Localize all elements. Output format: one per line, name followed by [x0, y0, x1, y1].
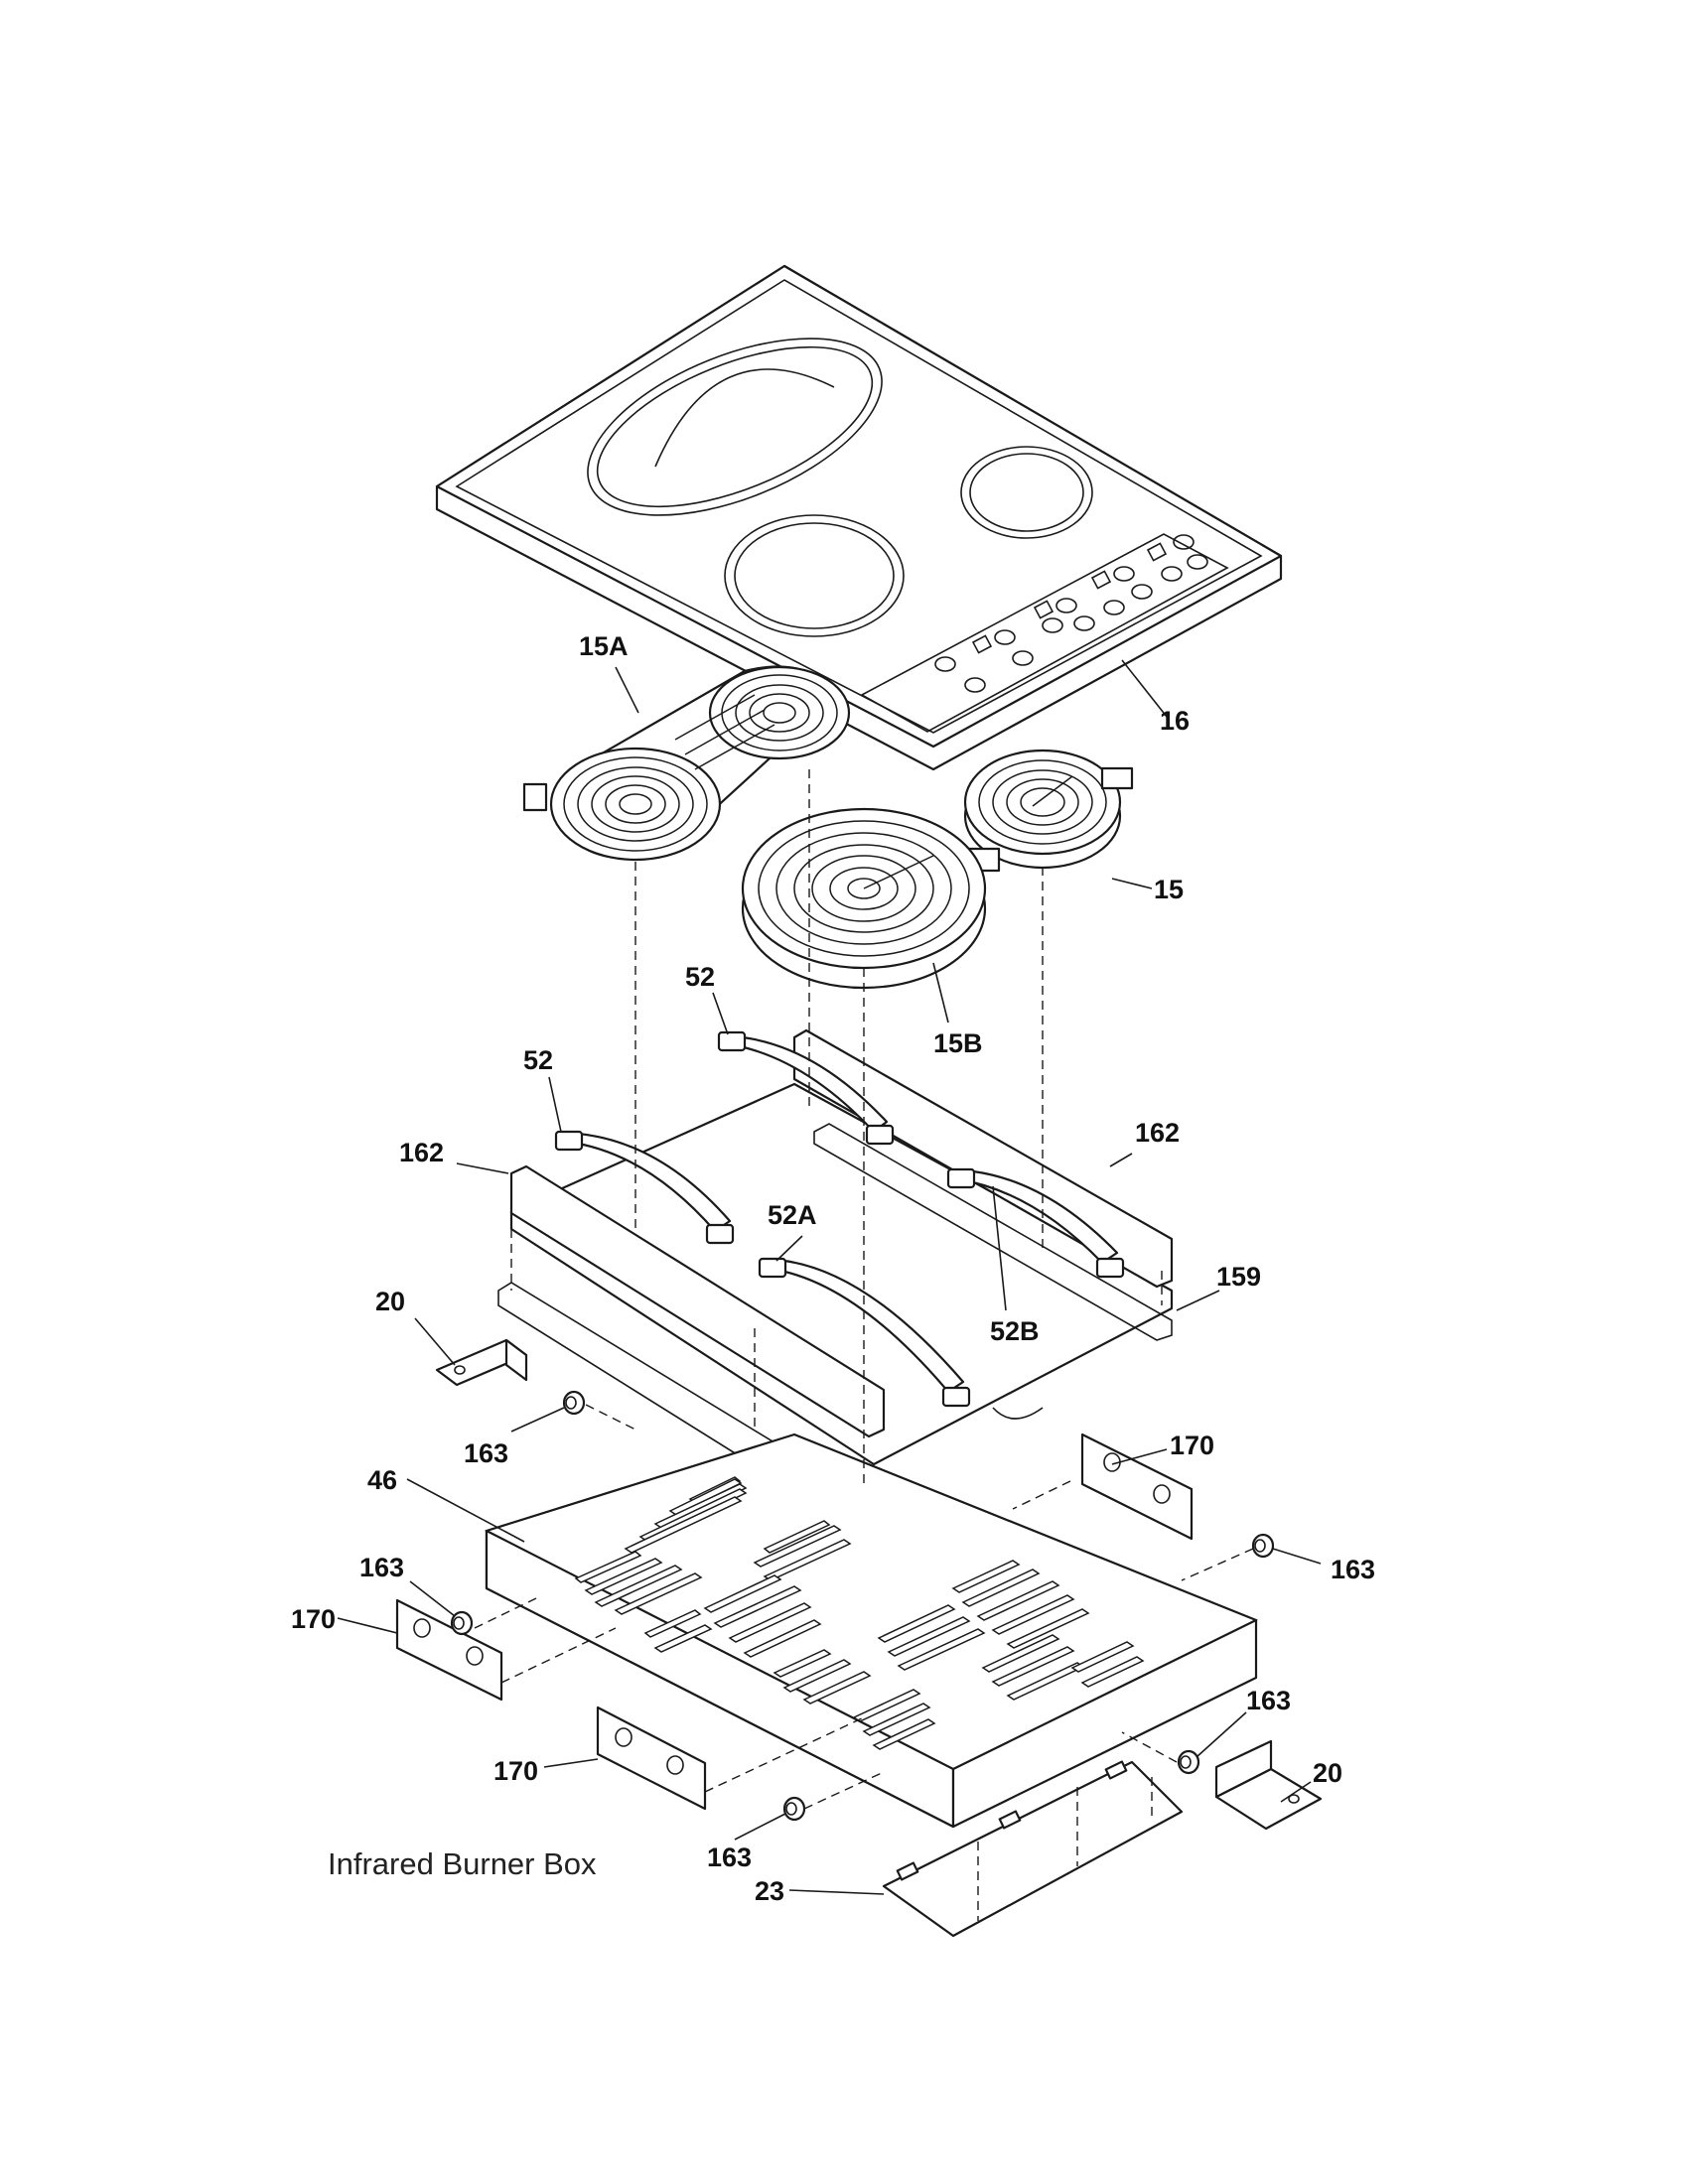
callout-15: 15 [1154, 875, 1184, 904]
callout-163-b: 163 [359, 1553, 404, 1582]
callout-15a: 15A [579, 631, 629, 661]
callout-162-left: 162 [399, 1138, 444, 1167]
grommet-part-163-b [450, 1610, 474, 1636]
callout-20-left: 20 [375, 1287, 405, 1316]
vent-slots-group-2 [574, 1551, 703, 1615]
callout-52-top: 52 [685, 962, 715, 992]
mounting-clip-part-20-right [1214, 1739, 1323, 1831]
callout-163-d: 163 [1246, 1686, 1291, 1715]
bottom-cover-part-23 [882, 1760, 1184, 1938]
strap-part-52-top [717, 1030, 895, 1146]
strap-part-52b [946, 1167, 1125, 1279]
bridge-element-part-15a [522, 665, 851, 862]
vent-slots-group-1 [624, 1476, 748, 1554]
side-bracket-part-170-bottom [596, 1706, 707, 1811]
callout-46: 46 [367, 1465, 397, 1495]
vent-slots-group-4 [703, 1574, 822, 1658]
callout-20-right: 20 [1313, 1758, 1342, 1788]
callout-163-a: 163 [464, 1438, 508, 1468]
callout-163-c: 163 [1331, 1555, 1375, 1584]
callout-52-left: 52 [523, 1045, 553, 1075]
control-panel-buttons [934, 534, 1208, 693]
vent-slots-group-7 [877, 1604, 986, 1671]
callout-23: 23 [755, 1876, 784, 1906]
callout-leader-lines [337, 659, 1322, 1895]
side-bracket-part-170-left [395, 1598, 503, 1702]
grommet-part-163-d [1177, 1749, 1200, 1775]
strap-part-52-left [554, 1130, 735, 1245]
grommet-part-163-e [782, 1796, 806, 1822]
callout-163-e: 163 [707, 1843, 752, 1872]
vent-slots-group-10 [773, 1649, 872, 1705]
callout-labels: 16 15A 15 15B 52 52 52A 52B 162 162 159 … [291, 631, 1375, 1906]
vent-slots-group-6 [951, 1560, 1090, 1649]
grommet-part-163-c [1251, 1533, 1275, 1559]
grommet-part-163-a [562, 1390, 586, 1416]
vent-slots-group-11 [852, 1689, 936, 1750]
callout-52b: 52B [990, 1316, 1040, 1346]
callout-170-bottom: 170 [493, 1756, 538, 1786]
callout-15b: 15B [933, 1028, 983, 1058]
small-element-part-15 [959, 749, 1134, 873]
callout-159: 159 [1216, 1262, 1261, 1292]
strap-part-52a [758, 1257, 971, 1408]
callout-16: 16 [1160, 706, 1190, 736]
large-element-part-15b [741, 807, 987, 990]
diagram-caption: Infrared Burner Box [328, 1846, 597, 1881]
vent-slots-group-9 [1070, 1641, 1145, 1688]
mounting-clip-part-20-left [435, 1338, 528, 1387]
burner-box-part-46 [484, 1433, 1258, 1829]
callout-52a: 52A [768, 1200, 817, 1230]
callout-170-top: 170 [1170, 1431, 1214, 1460]
vent-slots-group-5 [643, 1609, 713, 1653]
vent-slots-group-8 [981, 1634, 1085, 1701]
cooktop-glass-part-16 [435, 264, 1283, 771]
callout-162-right: 162 [1135, 1118, 1180, 1148]
alignment-dashed-lines [474, 769, 1254, 1921]
callout-170-left: 170 [291, 1604, 336, 1634]
